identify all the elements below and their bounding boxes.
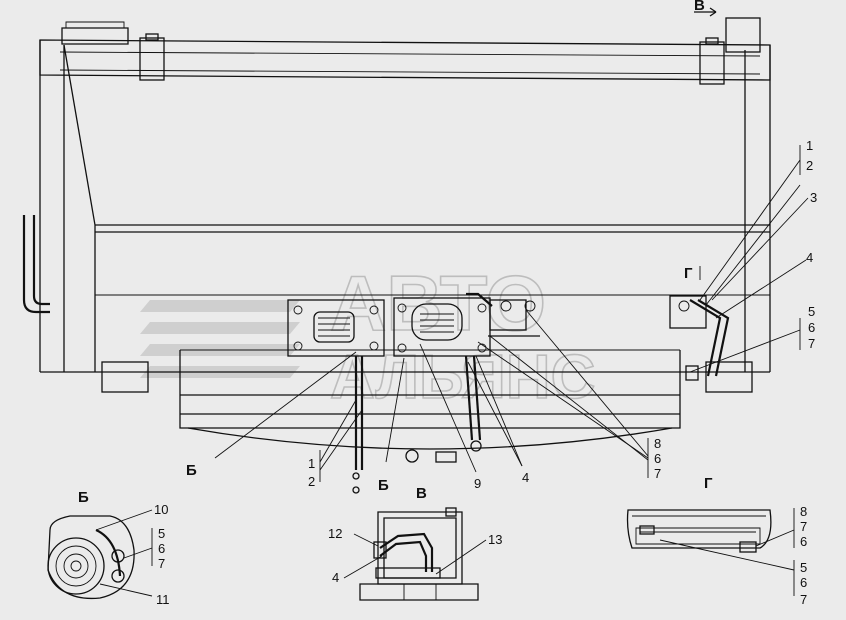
mounting-frame <box>179 349 681 463</box>
detail-b-callout-11: 11 <box>156 592 170 607</box>
callout-3: 3 <box>810 190 817 205</box>
detail-g: Г 8 7 6 5 6 7 <box>626 475 807 607</box>
callout-8-mid: 8 <box>654 436 661 451</box>
detail-g-callout-7: 7 <box>800 519 807 534</box>
detail-g-callout-5: 5 <box>800 560 807 575</box>
detail-v: В 12 13 4 <box>328 485 502 601</box>
view-b-center-label: Б <box>378 477 389 494</box>
fuel-line-fitting <box>466 292 540 337</box>
callout-6-mid: 6 <box>654 451 661 466</box>
detail-g-callout-7b: 7 <box>800 592 807 607</box>
detail-g-callout-8: 8 <box>800 504 807 519</box>
callout-7-right: 7 <box>808 336 815 351</box>
detail-b: Б 10 5 6 7 11 <box>47 489 170 607</box>
callout-4-bottom: 4 <box>522 470 529 485</box>
detail-g-callout-6: 6 <box>800 534 807 549</box>
leader-lines <box>214 7 809 482</box>
detail-g-title: Г <box>704 475 713 492</box>
detail-v-callout-4: 4 <box>332 570 339 585</box>
watermark-line2: АЛЬЯНС <box>330 343 595 412</box>
callout-7-mid: 7 <box>654 466 661 481</box>
detail-g-callout-6b: 6 <box>800 575 807 590</box>
callout-5-right: 5 <box>808 304 815 319</box>
callout-6-right: 6 <box>808 320 815 335</box>
view-b-left-label: Б <box>186 462 197 479</box>
watermark-line1: АВТО <box>330 259 546 347</box>
detail-b-callout-5: 5 <box>158 526 165 541</box>
callout-4-right: 4 <box>806 250 813 265</box>
detail-b-callout-7: 7 <box>158 556 165 571</box>
watermark-logo-stripes <box>140 300 300 378</box>
callout-2-bottom: 2 <box>308 474 315 489</box>
detail-v-callout-13: 13 <box>488 532 502 547</box>
callout-9: 9 <box>474 476 481 491</box>
view-g-marker: Г <box>684 265 693 282</box>
right-fitting <box>669 295 730 381</box>
sensor-wires <box>352 355 482 494</box>
view-v-marker: В <box>694 0 705 14</box>
detail-v-callout-12: 12 <box>328 526 342 541</box>
detail-v-title: В <box>416 485 427 502</box>
tank-body <box>22 17 771 393</box>
left-sensor-plate <box>287 299 385 357</box>
callout-2-top: 2 <box>806 158 813 173</box>
detail-b-title: Б <box>78 489 89 506</box>
main-callouts: 1 2 3 4 5 6 7 8 6 7 1 2 9 4 Б Б Г В <box>186 0 817 494</box>
callout-1-top: 1 <box>806 138 813 153</box>
callout-1-bottom: 1 <box>308 456 315 471</box>
detail-b-callout-6: 6 <box>158 541 165 556</box>
detail-b-callout-10: 10 <box>154 502 168 517</box>
